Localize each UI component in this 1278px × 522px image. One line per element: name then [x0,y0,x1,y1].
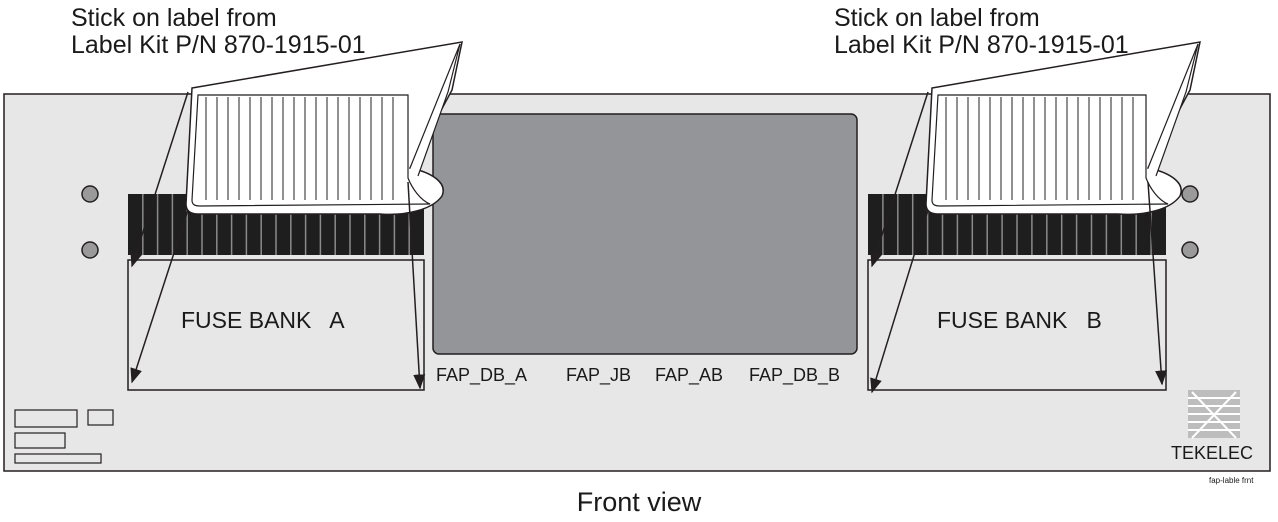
stick-on-label-left [185,41,463,216]
stick-on-label-right [925,41,1201,216]
connector-label: FAP_DB_B [749,365,841,385]
fuse-bank-b-area [867,259,1167,391]
id-plate [14,453,102,464]
placement-arrows-right [870,91,1168,394]
id-plate [14,409,78,428]
label-lines [205,97,394,200]
mounting-hole [81,185,99,203]
brand-name: TEKELEC [1171,443,1254,463]
tekelec-logo-icon [1188,390,1240,439]
mounting-hole [1181,241,1199,259]
figure-id: fap-lable frnt [1209,476,1254,485]
fuse-bank-a-label: FUSE BANK A [181,307,345,333]
connector-label: FAP_DB_A [436,365,528,385]
id-plate [14,432,66,449]
callout-label-kit-right: Stick on label from Label Kit P/N 870-19… [834,4,1129,59]
id-plate [87,409,114,426]
fuse-bank-b-label: FUSE BANK B [937,307,1102,333]
label-lines [945,97,1134,200]
mounting-hole [81,241,99,259]
display-window [432,113,858,355]
figure-caption: Front view [576,487,702,517]
connector-label: FAP_JB [566,365,632,385]
mounting-hole [1181,185,1199,203]
placement-arrows-left [130,91,426,390]
connector-label: FAP_AB [655,365,724,385]
callout-label-kit-left: Stick on label from Label Kit P/N 870-19… [71,4,366,59]
fuse-bank-a-area [127,259,425,391]
